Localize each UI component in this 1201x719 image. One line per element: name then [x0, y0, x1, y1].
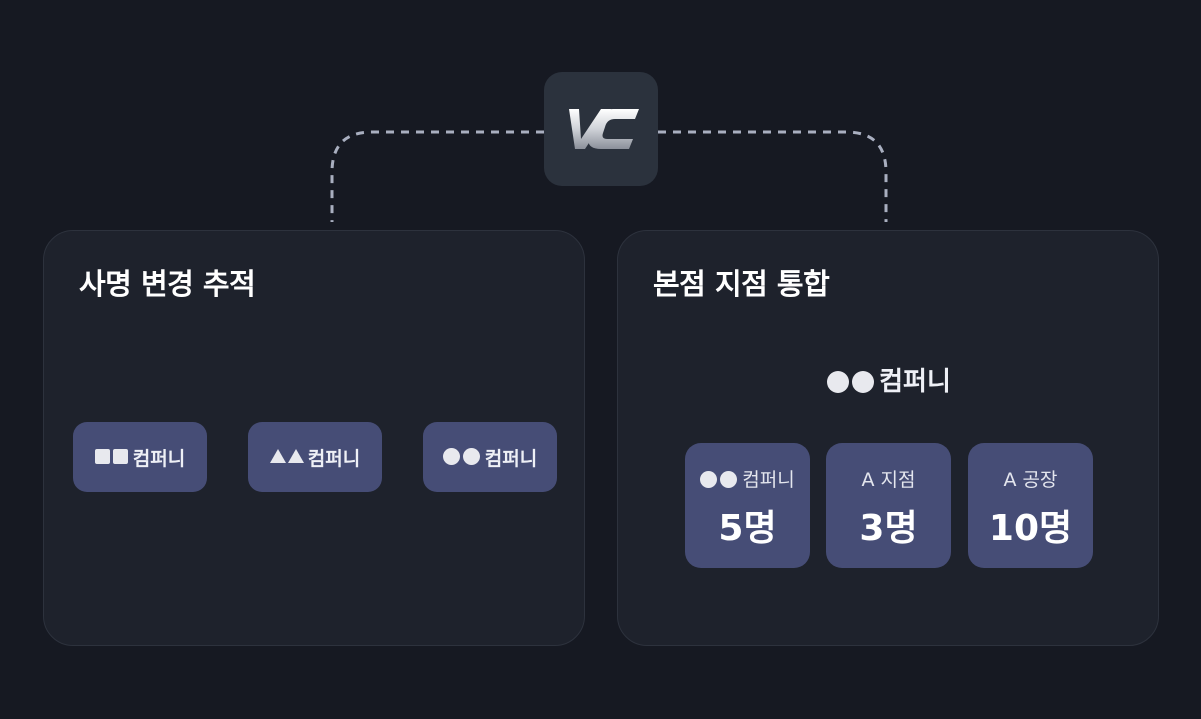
chain-node-1: 컴퍼니 — [73, 422, 207, 492]
branch-node-hq: 컴퍼니 5명 — [685, 443, 810, 568]
panel-title-merge: 본점 지점 통합 — [653, 267, 830, 301]
branch-hq-label-row: 컴퍼니 — [685, 465, 810, 492]
chain-node-3-label: 컴퍼니 — [484, 447, 538, 470]
branch-node-a-branch: A 지점 3명 — [826, 443, 951, 568]
branch-a-branch-count: 3명 — [859, 508, 918, 549]
branch-a-branch-label: A 지점 — [861, 469, 916, 491]
parent-company-node: 컴퍼니 — [618, 361, 1160, 398]
triangles-icon — [269, 446, 306, 468]
branch-a-factory-count: 10명 — [988, 508, 1073, 549]
chain-node-2-label: 컴퍼니 — [307, 447, 361, 470]
branch-hq-label: 컴퍼니 — [742, 469, 795, 491]
vc-logo — [544, 72, 658, 186]
circles-icon — [827, 367, 877, 397]
squares-icon — [94, 446, 131, 468]
branch-merge-panel: 본점 지점 통합 컴퍼니 컴퍼니 5명 A 지점 3명 A 공장 10명 — [617, 230, 1159, 646]
branch-hq-count: 5명 — [718, 508, 777, 549]
chain-node-2: 컴퍼니 — [248, 422, 382, 492]
circles-icon — [700, 469, 740, 491]
circles-icon — [442, 446, 483, 468]
parent-company-label: 컴퍼니 — [879, 367, 951, 397]
branch-node-a-factory: A 공장 10명 — [968, 443, 1093, 568]
panel-title-rename: 사명 변경 추적 — [79, 267, 256, 301]
connector-logo-left-panel — [330, 130, 544, 222]
branch-a-factory-label: A 공장 — [1003, 469, 1058, 491]
chain-node-3: 컴퍼니 — [423, 422, 557, 492]
company-rename-panel: 사명 변경 추적 컴퍼니 컴퍼니 컴퍼니 — [43, 230, 585, 646]
vc-logo-icon — [569, 109, 639, 149]
chain-node-1-label: 컴퍼니 — [132, 447, 186, 470]
connector-logo-right-panel — [658, 130, 888, 222]
